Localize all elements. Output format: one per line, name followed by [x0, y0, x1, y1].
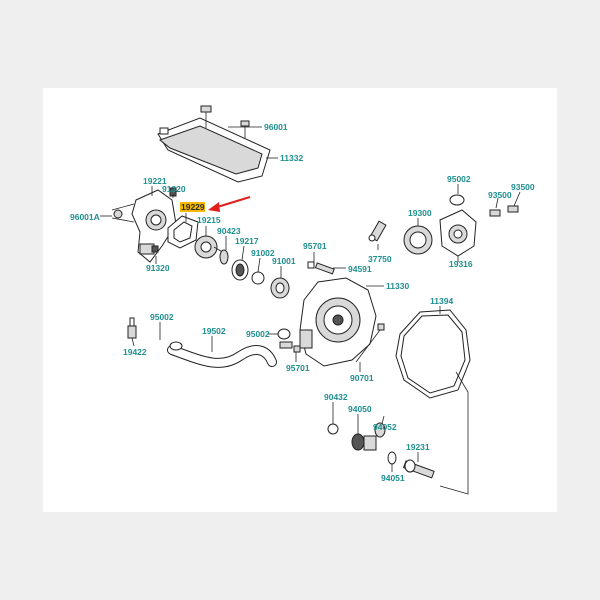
clamp-95002-mid — [277, 328, 293, 349]
washer-90432 — [327, 423, 339, 435]
washer-94051 — [387, 451, 397, 465]
label-11394: 11394 — [430, 296, 453, 306]
clamp-95002-left — [169, 341, 183, 351]
label-19300: 19300 — [408, 208, 432, 218]
label-91002: 91002 — [251, 248, 275, 258]
label-94591: 94591 — [348, 264, 372, 274]
bolts-96001A — [111, 203, 135, 223]
label-95701-top: 95701 — [303, 241, 327, 251]
label-91320-top: 91320 — [162, 184, 186, 194]
label-94051: 94051 — [381, 473, 405, 483]
label-91320-bottom: 91320 — [146, 263, 170, 273]
label-37750: 37750 — [368, 254, 392, 264]
clip-95701-lower — [293, 345, 301, 353]
sensor-37750 — [368, 220, 387, 242]
housing-19316 — [439, 209, 477, 257]
part-labels: 96001 11332 19221 91320 19229 96001A 192… — [70, 122, 535, 483]
bolt-96001 — [200, 105, 250, 138]
clamp-95002-top — [449, 194, 465, 206]
case-cover-11330 — [299, 277, 377, 367]
label-90432: 90432 — [324, 392, 348, 402]
seal-90423 — [219, 249, 229, 265]
label-19502: 19502 — [202, 326, 226, 336]
label-93500-left: 93500 — [488, 190, 512, 200]
fitting-19422 — [127, 317, 137, 339]
hose-19502 — [167, 345, 277, 368]
highlight-box — [180, 202, 205, 212]
bolt-90701 — [355, 323, 385, 363]
label-19229: 19229 — [181, 202, 205, 212]
leader-lines — [100, 126, 521, 472]
label-95002-top: 95002 — [447, 174, 471, 184]
label-94052: 94052 — [373, 422, 397, 432]
gasket-19229 — [167, 215, 199, 249]
bearing-94052 — [374, 422, 386, 438]
pin-94591 — [307, 261, 335, 275]
label-96001: 96001 — [264, 122, 288, 132]
label-95002-left: 95002 — [150, 312, 174, 322]
label-19231: 19231 — [406, 442, 430, 452]
shaft-19231 — [402, 459, 435, 479]
label-90701: 90701 — [350, 373, 374, 383]
pump-cover-19221 — [131, 189, 177, 263]
label-91001: 91001 — [272, 256, 296, 266]
label-95701-bottom: 95701 — [286, 363, 310, 373]
label-11332: 11332 — [280, 153, 303, 163]
diagram-frame: 96001 11332 19221 91320 19229 96001A 192… — [43, 88, 557, 512]
thermostat-19300 — [403, 225, 433, 255]
cover-11332 — [157, 117, 271, 183]
bearing-91001 — [270, 277, 290, 299]
exploded-parts-diagram: 96001 11332 19221 91320 19229 96001A 192… — [70, 105, 535, 495]
label-95002-mid: 95002 — [246, 329, 270, 339]
label-19217: 19217 — [235, 236, 259, 246]
red-arrow-icon — [208, 196, 251, 212]
label-19316: 19316 — [449, 259, 473, 269]
gear-94050 — [351, 433, 377, 451]
label-19422: 19422 — [123, 347, 147, 357]
label-94050: 94050 — [348, 404, 372, 414]
label-93500-right: 93500 — [511, 182, 535, 192]
bearing-91002 — [251, 271, 265, 285]
bolt-93500 — [489, 205, 519, 217]
label-19215: 19215 — [197, 215, 221, 225]
label-96001A: 96001A — [70, 212, 100, 222]
seal-19217 — [231, 259, 249, 281]
gasket-11394 — [395, 309, 471, 399]
label-11330: 11330 — [386, 281, 409, 291]
label-90423: 90423 — [217, 226, 241, 236]
label-19221: 19221 — [143, 176, 167, 186]
dowel-91320 — [151, 187, 177, 253]
impeller-19215 — [194, 235, 227, 259]
